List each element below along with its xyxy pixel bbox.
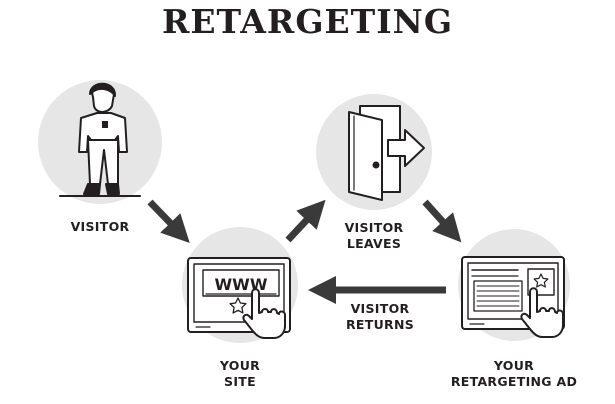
person-icon [59, 82, 141, 197]
pointing-hand-icon [242, 288, 286, 339]
arrow-leaves-to-ad [422, 199, 462, 243]
star-icon [229, 297, 247, 314]
pointing-hand-icon [520, 287, 564, 338]
arrow-visitor-to-site [147, 199, 190, 244]
www-text: WWW [215, 275, 268, 294]
visitor-leaves-label: VISITOR LEAVES [344, 220, 404, 251]
arrow-site-to-leaves [285, 199, 326, 243]
your-site-label: YOUR SITE [219, 358, 261, 389]
visitor-label: VISITOR [70, 219, 130, 234]
page-title: RETARGETING [161, 2, 454, 41]
door-exit-icon [348, 105, 425, 201]
your-ad-label: YOUR RETARGETING AD [450, 358, 578, 389]
visitor-returns-label: VISITOR RETURNS [345, 301, 415, 332]
